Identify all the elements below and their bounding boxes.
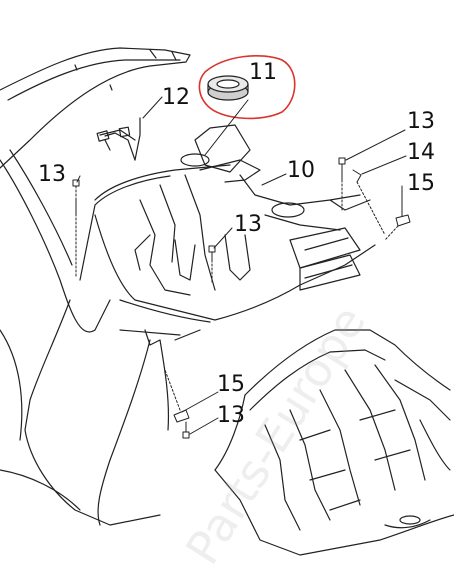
- upper-cowl-strip: [0, 47, 191, 169]
- part-11-grommet: [207, 75, 249, 101]
- callout-13-lower: 13: [217, 403, 245, 428]
- callout-10: 10: [287, 158, 315, 183]
- callout-12: 12: [162, 85, 190, 110]
- exploded-parts-diagram: Parts-Europe 11 12 13 13 10 13 14 15 15 …: [0, 47, 454, 574]
- callout-15-lower: 15: [217, 372, 245, 397]
- callout-13-left: 13: [38, 162, 66, 187]
- callout-15-right: 15: [407, 171, 435, 196]
- leader-lines: [76, 96, 407, 435]
- front-fairing: [0, 124, 376, 526]
- callout-13-center: 13: [234, 212, 262, 237]
- callout-14: 14: [407, 140, 435, 165]
- callout-11: 11: [249, 60, 277, 85]
- floor-tray: [214, 329, 454, 556]
- diagram-drawing: [0, 47, 454, 556]
- callout-13-right: 13: [407, 109, 435, 134]
- part-12-sensor: [96, 117, 141, 161]
- highlight-ring: [198, 55, 296, 120]
